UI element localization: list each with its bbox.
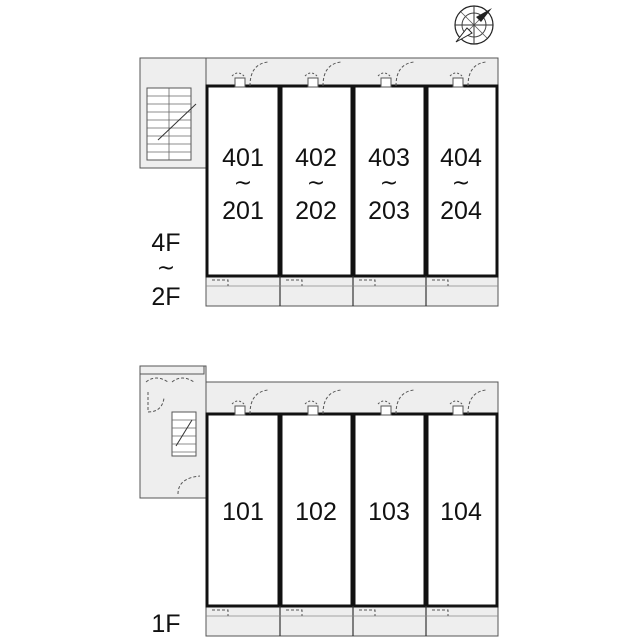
unit-box: [279, 84, 354, 278]
svg-text:~: ~: [234, 171, 252, 196]
floor-label-upper: 4F ~ 2F: [151, 229, 180, 311]
svg-text:~: ~: [307, 171, 325, 196]
unit-box: [205, 412, 281, 608]
unit-box: [425, 412, 499, 608]
svg-text:402: 402: [295, 144, 337, 172]
balcony-band: [205, 603, 499, 637]
svg-text:202: 202: [295, 197, 337, 225]
unit-box: [425, 84, 499, 278]
unit-doors: [231, 389, 487, 416]
unit-label-103: 103: [368, 498, 410, 526]
unit-box: [205, 84, 281, 278]
compass-rose-icon: [454, 5, 494, 45]
svg-text:2F: 2F: [151, 283, 180, 311]
unit-label-102: 102: [295, 498, 337, 526]
svg-text:~: ~: [380, 171, 398, 196]
unit-label-404-204: 404 ~ 204: [440, 144, 482, 225]
balcony-band: [205, 275, 499, 307]
stair-direction-arrow: [157, 103, 197, 141]
svg-text:203: 203: [368, 197, 410, 225]
svg-text:~: ~: [452, 171, 470, 196]
svg-text:401: 401: [222, 144, 264, 172]
svg-text:204: 204: [440, 197, 482, 225]
unit-label-101: 101: [222, 498, 264, 526]
staircase: [171, 411, 197, 457]
svg-text:404: 404: [440, 144, 482, 172]
floor-label-ground: 1F: [151, 610, 180, 638]
unit-label-401-201: 401 ~ 201: [222, 144, 264, 225]
unit-doors: [231, 61, 487, 88]
ground-floor-plan: 101 102 103 104 1F: [139, 365, 499, 638]
upper-floor-plan: 401 ~ 201 402 ~ 202 403 ~ 203 404 ~ 204 …: [139, 57, 499, 311]
unit-label-402-202: 402 ~ 202: [295, 144, 337, 225]
svg-text:201: 201: [222, 197, 264, 225]
svg-text:4F: 4F: [151, 229, 180, 257]
svg-text:~: ~: [157, 256, 175, 281]
unit-label-104: 104: [440, 498, 482, 526]
svg-text:403: 403: [368, 144, 410, 172]
unit-label-403-203: 403 ~ 203: [368, 144, 410, 225]
